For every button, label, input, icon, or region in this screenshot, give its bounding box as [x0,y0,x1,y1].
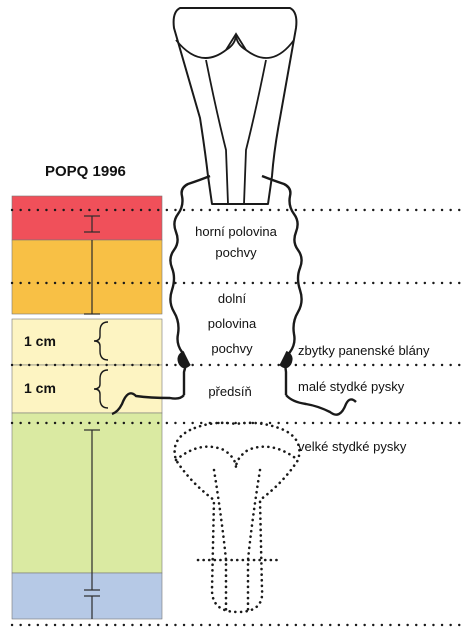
labia-minora-right [286,395,356,415]
label-upper-half-line2: pochvy [215,245,257,260]
label-labia-majora: velké stydké pysky [298,439,407,454]
label-lower-half-line1: dolní [218,291,247,306]
prolapse-projection [175,423,300,612]
label-upper-half-line1: horní polovina [195,224,277,239]
scale-segment-red [12,196,162,240]
popq-scale [12,196,162,619]
label-hymen-remnants: zbytky panenské blány [298,343,430,358]
cm-label-1: 1 cm [24,333,56,349]
label-lower-half-line2: polovina [208,316,257,331]
scale-segment-green [12,413,162,573]
label-lower-half-line3: pochvy [211,341,253,356]
vagina-left-wall [170,176,210,395]
cm-label-2: 1 cm [24,380,56,396]
hymen-remnant-right [280,352,291,367]
hymen-remnant-left [179,352,190,367]
diagram-title: POPQ 1996 [45,163,126,180]
label-vestibule: předsíň [208,384,251,399]
scale-segment-orange [12,240,162,314]
label-labia-minora: malé stydké pysky [298,379,405,394]
